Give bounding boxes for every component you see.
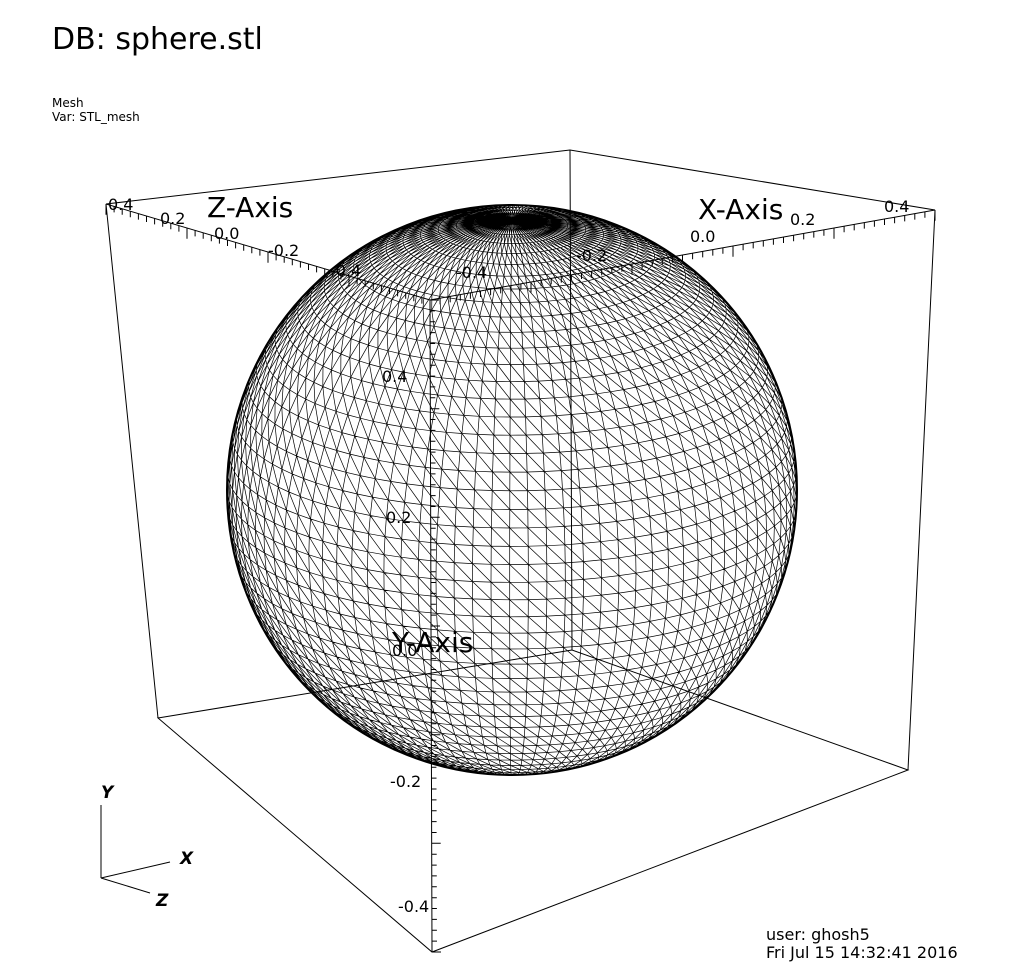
y-tick-label: -0.2: [390, 772, 421, 791]
z-axis-title: Z-Axis: [207, 191, 293, 224]
bounding-box: [105, 149, 936, 953]
triad-x-line: [100, 861, 171, 879]
sphere-mesh: [226, 204, 798, 776]
triad-z-line: [100, 877, 151, 894]
axis-tick-marks: [105, 204, 936, 953]
tick-mark-path: [105, 204, 936, 953]
database-title: DB: sphere.stl: [52, 22, 263, 57]
user-info: user: ghosh5 Fri Jul 15 14:32:41 2016: [766, 926, 958, 962]
sphere-silhouette: [226, 204, 798, 776]
x-tick-label: -0.4: [456, 263, 487, 282]
timestamp: Fri Jul 15 14:32:41 2016: [766, 943, 958, 962]
plot-info: Mesh Var: STL_mesh: [52, 96, 140, 124]
variable-label: Var: STL_mesh: [52, 110, 140, 124]
y-tick-label: 0.4: [382, 367, 407, 386]
user-name: user: ghosh5: [766, 925, 870, 944]
x-axis-title: X-Axis: [698, 193, 783, 226]
x-tick-label: 0.4: [884, 197, 909, 216]
z-tick-label: 0.2: [160, 209, 185, 228]
triad-z-label: Z: [155, 891, 169, 911]
sphere-wireframe: [226, 204, 798, 776]
y-tick-label: 0.0: [392, 641, 417, 660]
bbox-edges: [105, 149, 936, 953]
z-tick-label: -0.2: [268, 241, 299, 260]
orientation-triad: [100, 805, 171, 894]
y-tick-label: 0.2: [386, 508, 411, 527]
x-tick-label: 0.2: [790, 210, 815, 229]
plot-type-label: Mesh: [52, 96, 84, 110]
y-axis-title: Y-Axis: [391, 626, 473, 659]
z-tick-label: 0.0: [214, 224, 239, 243]
triad-x-label: X: [179, 849, 194, 869]
y-tick-label: -0.4: [398, 897, 429, 916]
z-tick-label: 0.4: [108, 195, 133, 214]
x-tick-label: 0.0: [690, 227, 715, 246]
triad-y-label: Y: [101, 783, 115, 803]
x-tick-label: -0.2: [576, 246, 607, 265]
z-tick-label: -0.4: [330, 261, 361, 280]
